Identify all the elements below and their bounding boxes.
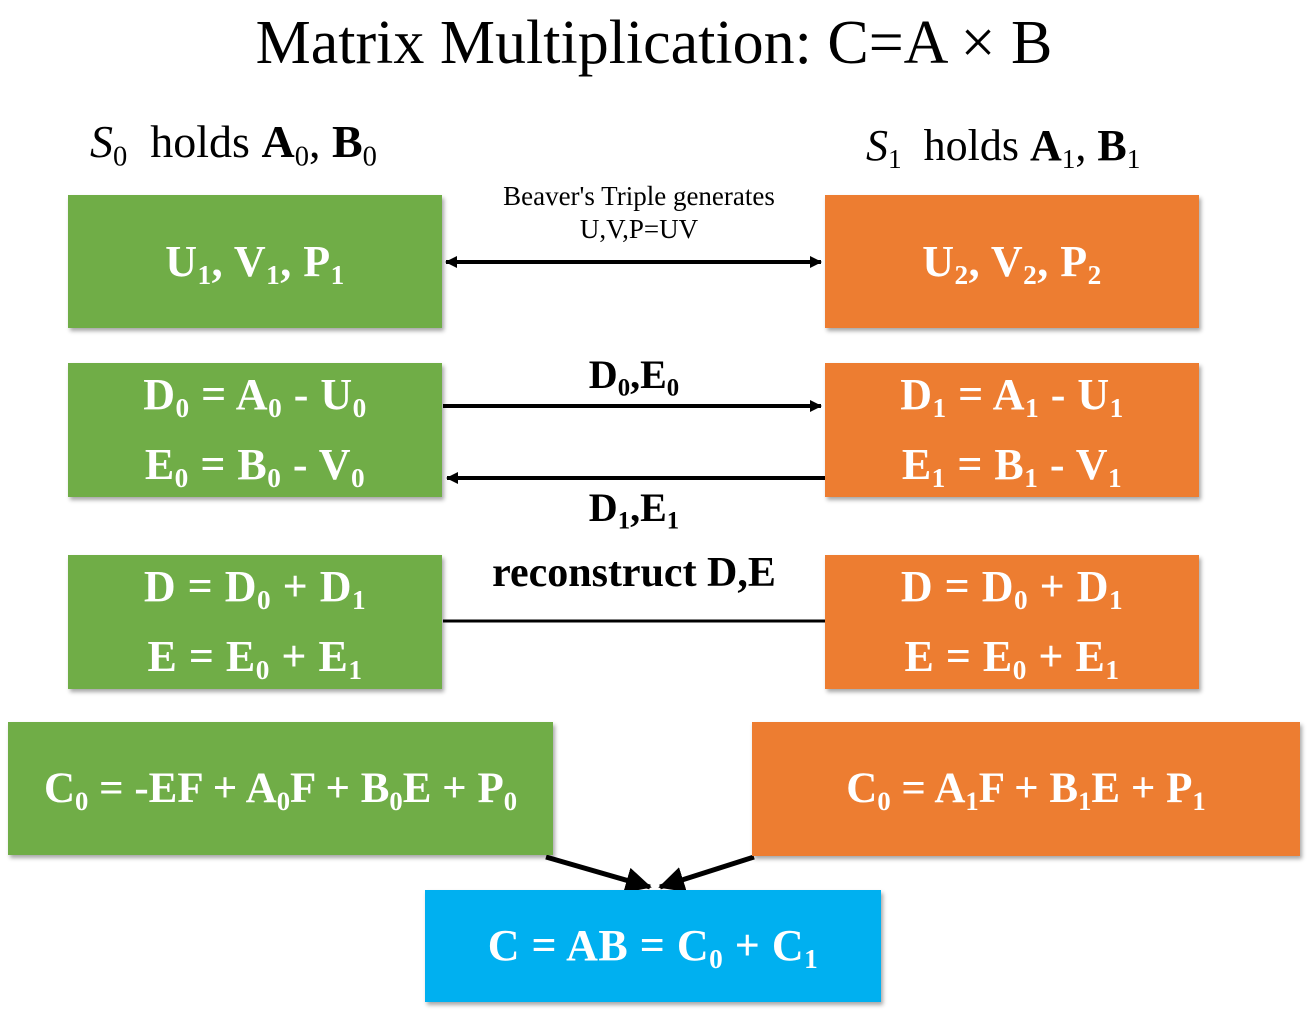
right-merge-arrow: [658, 854, 755, 893]
s1-recon-d-formula: D = D0 + D1: [900, 562, 1124, 616]
s0-reconstruct-box: D = D0 + D1 E = E0 + E1: [68, 555, 442, 689]
s0-recon-d-formula: D = D0 + D1: [143, 562, 367, 616]
s0-share-formula: C0 = -EF + A0F + B0E + P0: [43, 764, 518, 816]
s1-e-formula: E1 = B1 - V1: [901, 440, 1123, 494]
s1-share-box: C0 = A1F + B1E + P1: [752, 722, 1300, 856]
s1-d-formula: D1 = A1 - U1: [900, 370, 1124, 424]
beaver-triple-label: Beaver's Triple generates U,V,P=UV: [503, 181, 775, 244]
left-merge-arrow: [545, 854, 652, 893]
s0-mask-box: D0 = A0 - U0 E0 = B0 - V0: [68, 363, 442, 497]
reconstruct-label: reconstruct D,E: [492, 550, 776, 596]
s1-reconstruct-box: D = D0 + D1 E = E0 + E1: [825, 555, 1199, 689]
send-d1-e1-label: D1,E1: [588, 485, 680, 535]
s1-holds-label: S1 holds A1, B1: [866, 121, 1141, 175]
s1-triple-formula: U2, V2, P2: [922, 236, 1102, 290]
s0-e-formula: E0 = B0 - V0: [144, 440, 366, 494]
s0-holds-label: S0 holds A0, B0: [90, 116, 377, 173]
s0-share-box: C0 = -EF + A0F + B0E + P0: [8, 722, 553, 855]
send-d0-e0-label: D0,E0: [588, 352, 680, 402]
s1-triple-box: U2, V2, P2: [825, 195, 1199, 328]
s0-triple-formula: U1, V1, P1: [165, 236, 345, 290]
s1-share-formula: C0 = A1F + B1E + P1: [846, 765, 1206, 816]
s1-recon-e-formula: E = E0 + E1: [904, 632, 1120, 686]
s1-mask-box: D1 = A1 - U1 E1 = B1 - V1: [825, 363, 1199, 497]
s0-triple-box: U1, V1, P1: [68, 195, 442, 328]
result-box: C = AB = C0 + C1: [425, 890, 881, 1002]
result-formula: C = AB = C0 + C1: [487, 921, 819, 975]
page-title: Matrix Multiplication: C=A × B: [255, 9, 1053, 77]
s0-d-formula: D0 = A0 - U0: [143, 370, 367, 424]
s0-recon-e-formula: E = E0 + E1: [147, 632, 363, 686]
